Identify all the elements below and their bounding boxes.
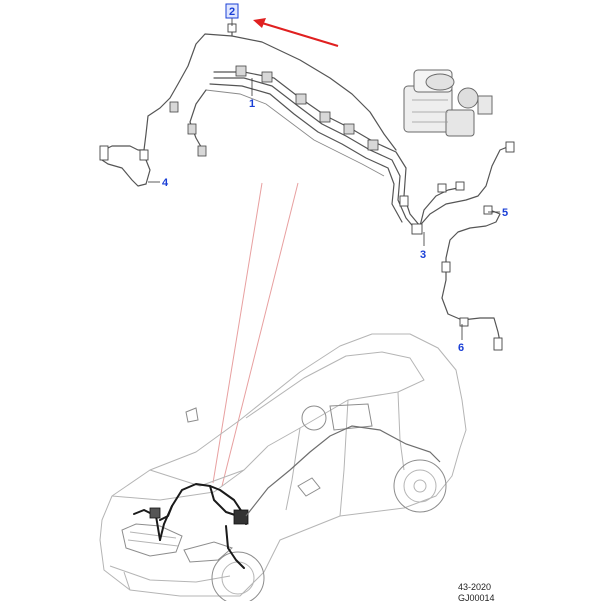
- vehicle-outline: [99, 333, 467, 601]
- highlight-arrow: [253, 18, 339, 48]
- wiring-harness: [133, 425, 441, 569]
- brake-pipe-assembly: [99, 23, 515, 351]
- callout-2-box: [225, 3, 239, 19]
- callout-1: 1: [249, 98, 255, 110]
- callout-leaders: [148, 18, 500, 340]
- reference-drawing: GJ00014: [458, 593, 495, 601]
- callout-4: 4: [162, 177, 169, 189]
- callout-3: 3: [420, 249, 426, 261]
- callout-labels: 1 2 3 4 5 6: [162, 3, 508, 354]
- zoom-guide-lines: [212, 182, 299, 487]
- callout-2: 2: [229, 6, 235, 18]
- reference-block: 43-2020 GJ00014: [458, 582, 495, 601]
- abs-module: [403, 69, 493, 137]
- callout-6: 6: [458, 342, 464, 354]
- reference-code: 43-2020: [458, 582, 491, 592]
- callout-5: 5: [502, 207, 508, 219]
